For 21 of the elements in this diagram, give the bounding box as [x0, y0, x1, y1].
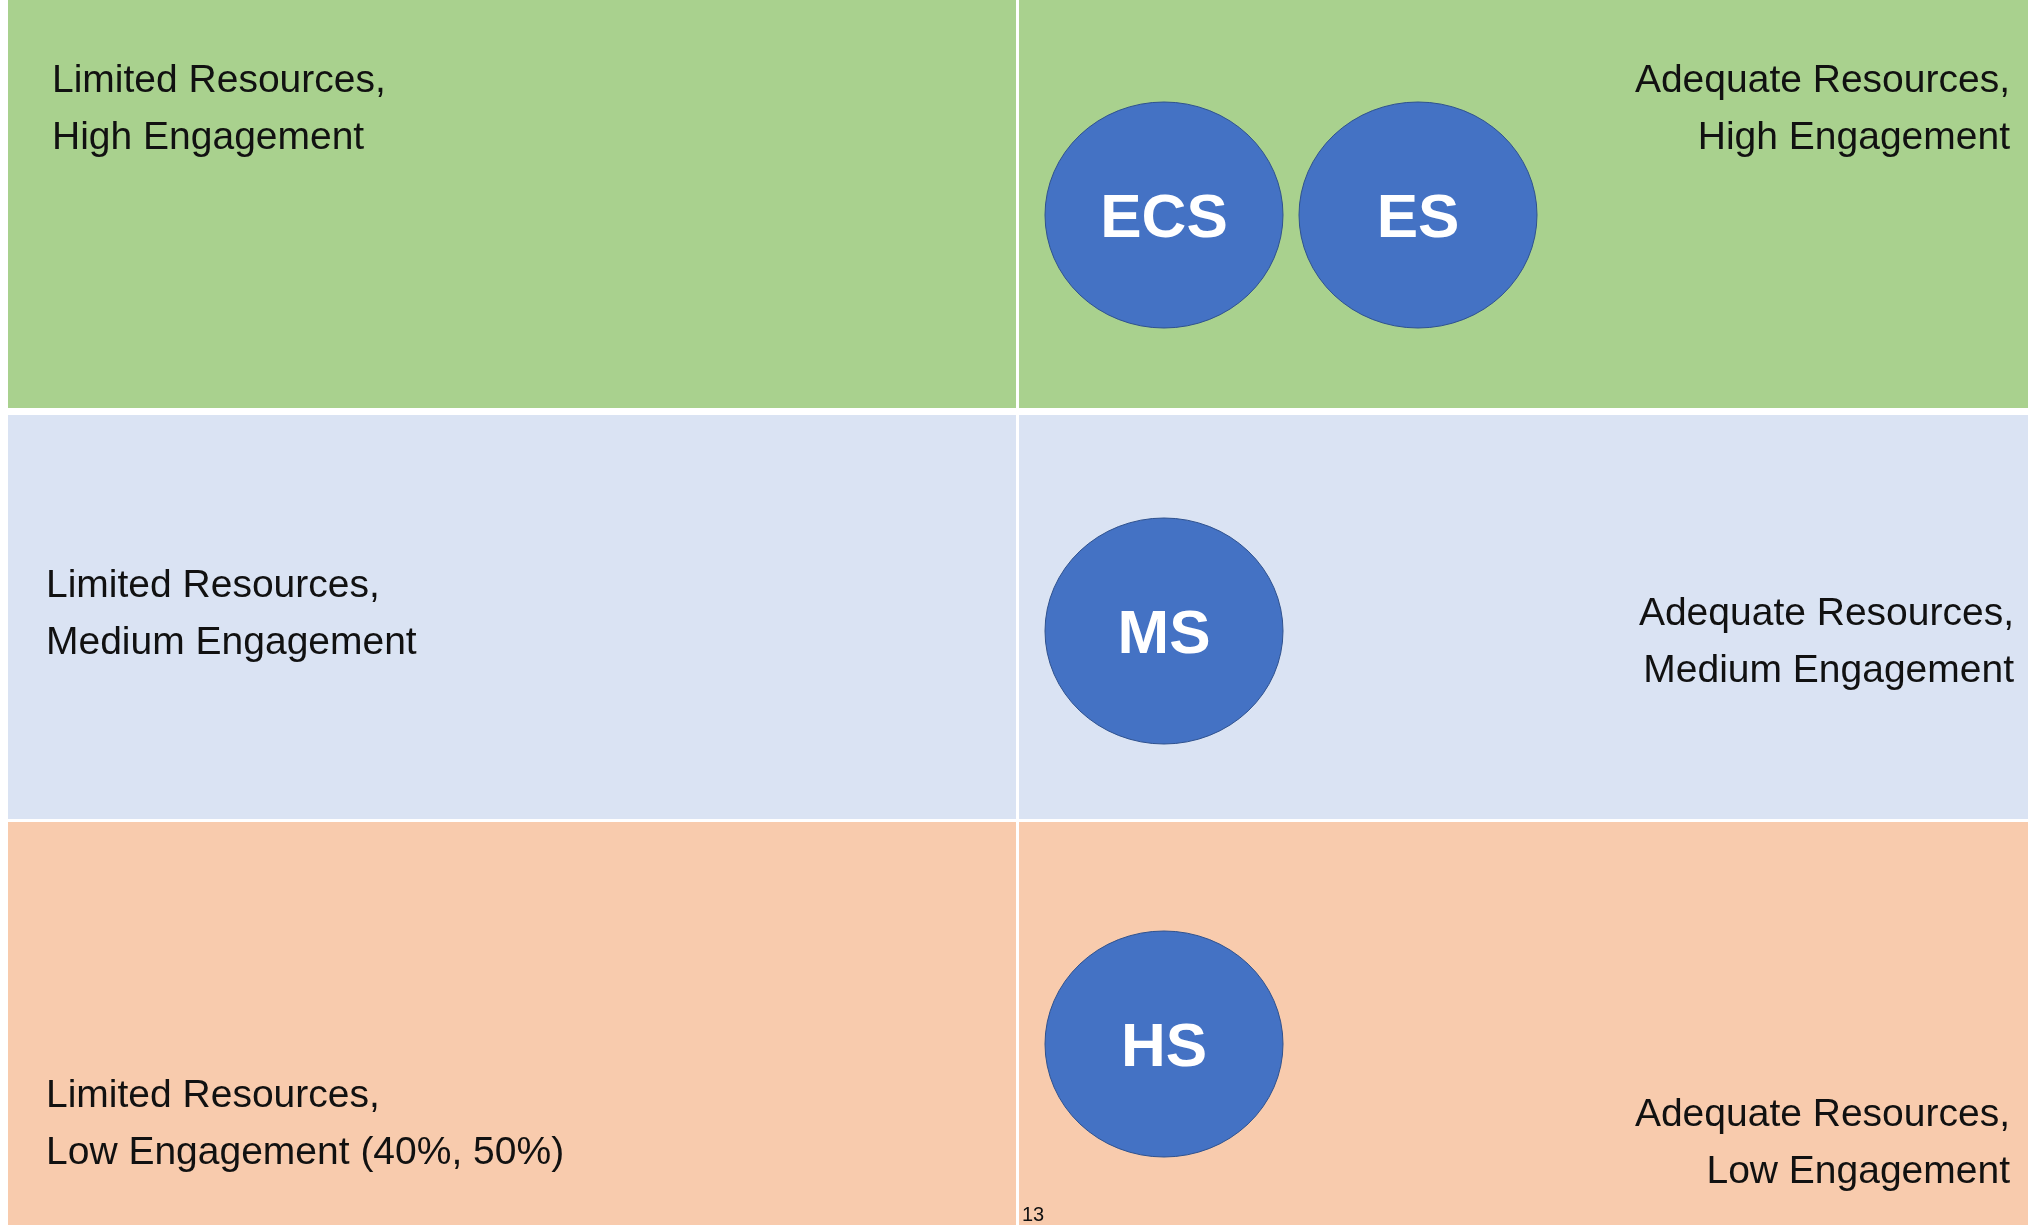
band-label: Limited Resources, Low Engagement (40%, 50%)	[46, 1071, 565, 1174]
quadrant-band	[1019, 415, 2028, 819]
quadrant-band	[8, 415, 1016, 819]
circle-label: ECS	[1100, 179, 1228, 251]
quadrant-band	[1019, 0, 2028, 408]
quadrant-band	[1019, 822, 2028, 1225]
quadrant-band	[8, 0, 1016, 408]
circle-node	[1298, 101, 1538, 329]
band-label: Adequate Resources, Low Engagement	[1634, 1090, 2010, 1193]
circle-label: MS	[1117, 595, 1211, 667]
band-label: Adequate Resources, High Engagement	[1634, 56, 2010, 159]
circle-label: ES	[1376, 179, 1460, 251]
quadrant-band	[8, 822, 1016, 1225]
band-label: Adequate Resources, Medium Engagement	[1638, 589, 2014, 692]
circle-label: HS	[1120, 1008, 1208, 1080]
circle-node	[1044, 101, 1284, 329]
circle-node	[1044, 930, 1284, 1158]
circle-node	[1044, 517, 1284, 745]
band-label: Limited Resources, High Engagement	[52, 56, 386, 159]
page-number: 13	[1022, 1203, 1045, 1225]
band-label: Limited Resources, Medium Engagement	[46, 561, 417, 664]
